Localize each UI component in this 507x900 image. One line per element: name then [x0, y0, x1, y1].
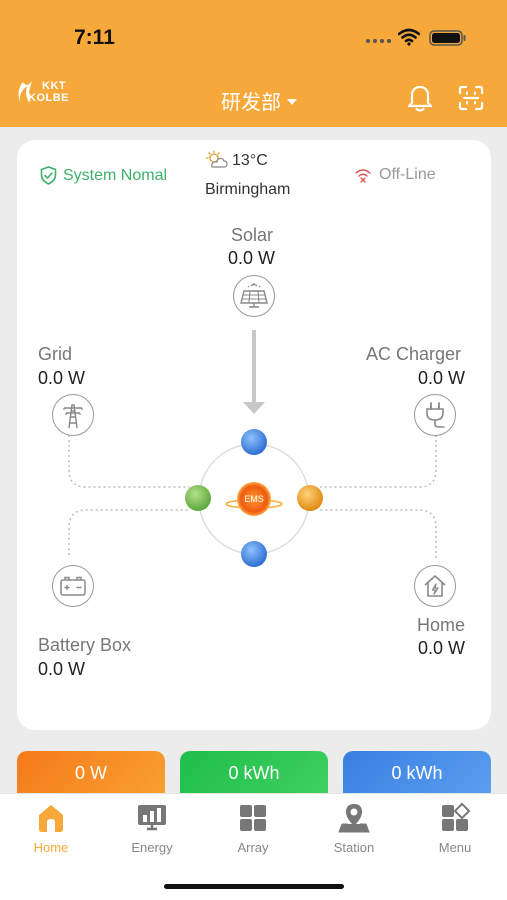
solar-value: 0.0 W [228, 248, 276, 268]
system-status: System Nomal [40, 166, 167, 185]
home-indicator [164, 884, 344, 889]
summary-total-energy-tile[interactable]: 0 kWh [343, 751, 491, 797]
battery-box-node[interactable] [52, 565, 94, 607]
home-icon [39, 805, 63, 832]
home-node[interactable] [414, 565, 456, 607]
ac-charger-value: 0.0 W [418, 368, 466, 388]
summary-daily-energy-tile[interactable]: 0 kWh [180, 751, 328, 797]
home-label: Home [417, 615, 466, 635]
partly-cloudy-icon [205, 150, 228, 168]
tab-array[interactable]: Array [213, 802, 293, 855]
menu-icon [442, 802, 471, 831]
summary-power-tile[interactable]: 0 W [17, 751, 165, 797]
weather-temperature: 13°C [232, 152, 268, 169]
solar-label: Solar [231, 225, 274, 245]
tab-home[interactable]: Home [11, 802, 91, 855]
status-time: 7:11 [74, 26, 115, 49]
tab-menu-label: Menu [438, 840, 472, 855]
summary-total-energy-value: 0 kWh [391, 763, 443, 783]
array-icon [240, 805, 266, 831]
solar-panel-icon [240, 283, 268, 308]
weather-city: Birmingham [205, 181, 291, 198]
home-flow-line [320, 509, 437, 558]
system-status-text: System Nomal [63, 166, 168, 184]
ems-core [237, 482, 271, 516]
connection-status: Off-Line [354, 166, 436, 184]
tab-energy[interactable]: Energy [112, 802, 192, 855]
grid-node[interactable] [52, 394, 94, 436]
station-icon [338, 804, 370, 833]
organization-selector[interactable]: 研发部 [221, 86, 297, 115]
grid-label: Grid [38, 344, 73, 364]
energy-icon [138, 805, 166, 831]
home-value: 0.0 W [418, 638, 466, 658]
tab-station[interactable]: Station [314, 802, 394, 855]
ems-label: EMS [244, 494, 264, 504]
orbit-ball-right [297, 485, 323, 511]
battery-icon [429, 30, 466, 46]
signal-icon [366, 39, 391, 43]
org-name: 研发部 [221, 90, 281, 114]
plug-icon [426, 402, 445, 428]
caret-down-icon [287, 98, 297, 105]
tab-station-label: Station [333, 840, 375, 855]
summary-daily-energy-value: 0 kWh [228, 763, 280, 783]
tab-energy-label: Energy [131, 840, 173, 855]
tab-menu[interactable]: Menu [415, 802, 495, 855]
solar-arrow [243, 330, 265, 414]
tab-home-label: Home [33, 840, 69, 855]
power-tower-icon [63, 404, 83, 429]
ac-charger-label: AC Charger [366, 344, 462, 364]
kkt-kolbe-logo [18, 81, 32, 104]
orbit-ball-left [185, 485, 211, 511]
home-energy-icon [424, 575, 446, 597]
battery-box-label: Battery Box [38, 635, 132, 655]
grid-flow-line [68, 435, 190, 488]
orbit-ball-bottom [241, 541, 267, 567]
battery-flow-line [68, 509, 190, 555]
wifi-icon [398, 28, 420, 46]
shield-check-icon [40, 166, 57, 185]
charger-flow-line [320, 435, 437, 488]
orbit-ball-top [241, 429, 267, 455]
grid-value: 0.0 W [38, 368, 86, 388]
bell-icon[interactable] [406, 83, 434, 113]
battery-box-value: 0.0 W [38, 659, 86, 679]
battery-box-icon [60, 576, 86, 596]
summary-power-value: 0 W [74, 763, 107, 783]
wifi-offline-icon [355, 169, 371, 183]
connection-status-text: Off-Line [379, 166, 436, 183]
bottom-tab-bar: Home Energy Array Station [0, 793, 507, 900]
ems-hub [185, 429, 323, 567]
ac-charger-node[interactable] [414, 394, 456, 436]
solar-node[interactable] [233, 275, 275, 317]
scan-icon[interactable] [458, 85, 484, 111]
flow-lines [68, 435, 437, 558]
logo-text: KKT KOLBE [28, 80, 69, 104]
tab-array-label: Array [237, 840, 269, 855]
